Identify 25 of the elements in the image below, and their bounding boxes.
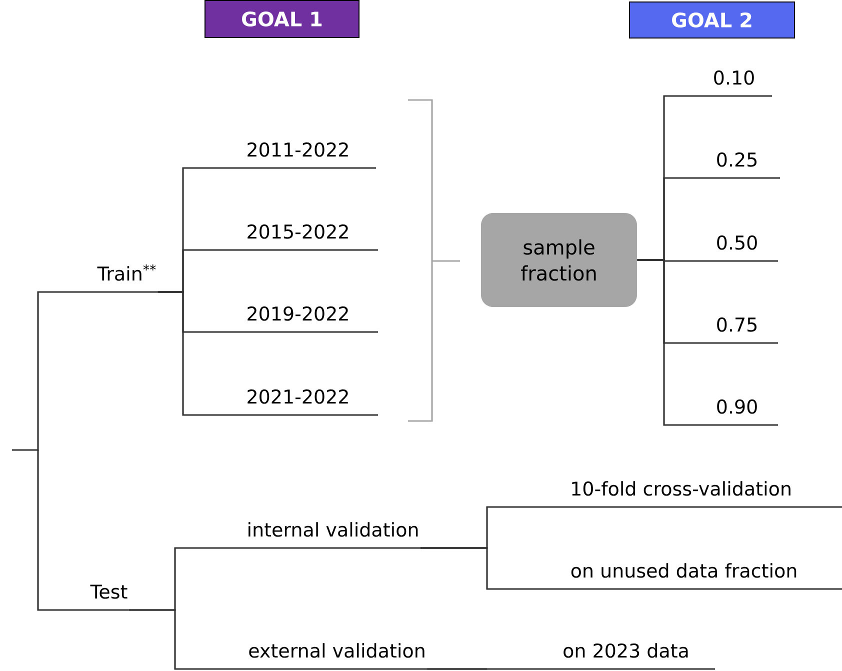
leaf-label: on 2023 data <box>564 643 688 658</box>
leaf-label: 0.50 <box>717 235 757 250</box>
leaf-label: external validation <box>249 643 424 658</box>
leaf-label: on unused data fraction <box>571 563 796 578</box>
tree-line <box>637 259 778 426</box>
leaf-label: 10-fold cross-validation <box>572 481 790 496</box>
leaf-label: 0.10 <box>714 70 754 85</box>
tree-line <box>420 547 842 590</box>
branch-label: Test <box>90 584 128 599</box>
leaf-label: 0.75 <box>717 317 756 332</box>
process-box: sample fraction <box>481 213 637 307</box>
goal-box: GOAL 1 <box>204 0 360 38</box>
leaf-label: internal validation <box>248 522 418 537</box>
goal-box: GOAL 2 <box>629 2 796 38</box>
branch-label: Train$^{**}$ <box>97 264 156 281</box>
tree-line <box>427 668 716 670</box>
leaf-label: 2019-2022 <box>248 306 348 321</box>
tree-line <box>37 450 129 611</box>
leaf-label: 2011-2022 <box>248 142 348 157</box>
leaf-label: 0.25 <box>717 152 756 167</box>
leaf-label: 2015-2022 <box>248 224 348 239</box>
leaf-label: 2021-2022 <box>248 389 348 404</box>
tree-line <box>12 291 158 451</box>
tree-line <box>158 291 378 416</box>
leaf-label: 0.90 <box>717 399 757 414</box>
